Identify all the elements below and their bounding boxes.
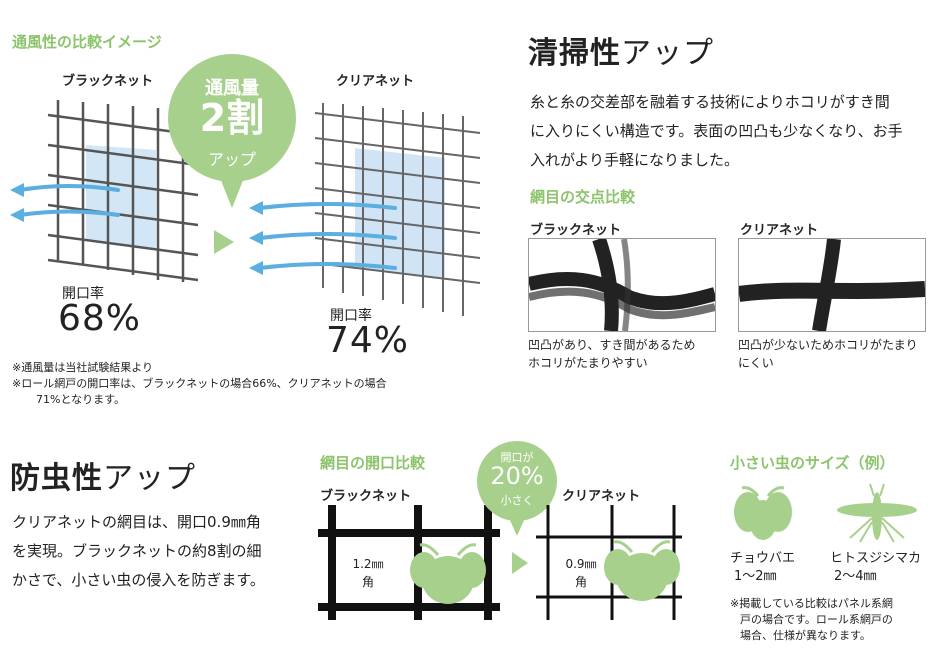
insect-title: 防虫性アップ [10, 453, 196, 497]
ventilation-note-2: ※ロール網戸の開口率は、ブラックネットの場合66%、クリアネットの場合 [12, 377, 387, 390]
intersection-clear-label: クリアネット [740, 223, 819, 238]
black-rate-label: 開口率 [62, 286, 104, 302]
arrow-right-icon [512, 552, 528, 574]
clear-opening-size: 0.9㎜ 角 [556, 555, 606, 591]
opening-heading: 網目の開口比較 [320, 454, 426, 472]
clear-intersection-caption: 凹凸が少ないためホコリがたまり にくい [738, 336, 918, 372]
insect-body-line: かさで、小さい虫の侵入を防ぎます。 [12, 571, 265, 589]
black-mesh-opening-illustration [318, 505, 500, 620]
badge-line1: 開口が [500, 451, 534, 464]
cleaning-title-light: アップ [621, 36, 714, 71]
insect-note-line: 戸の場合です。ロール系網戸の [740, 613, 893, 626]
size-unit: 角 [574, 575, 587, 589]
caption-line: 凹凸が少ないためホコリがたまり [738, 338, 918, 352]
cleaning-body-line: 糸と糸の交差部を融着する技術によりホコリがすき間 [530, 93, 890, 111]
insect-notes: ※掲載している比較はパネル系網 戸の場合です。ロール系網戸の 場合、仕様が異なり… [730, 596, 925, 644]
insect-body-line: を実現。ブラックネットの約8割の細 [12, 542, 262, 560]
moth-fly-icon [734, 486, 792, 540]
insect-note-line: 場合、仕様が異なります。 [740, 629, 871, 642]
insect-body-line: クリアネットの網目は、開口0.9㎜角 [12, 513, 261, 531]
clear-intersection-photo [738, 238, 926, 332]
insect-title-bold: 防虫性 [10, 461, 103, 496]
caption-line: 凹凸があり、すき間があるため [528, 338, 696, 352]
ventilation-heading: 通風性の比較イメージ [12, 33, 162, 51]
badge-line2: 20% [490, 462, 544, 490]
bug-size: 2～4㎜ [834, 569, 877, 584]
badge-line3: 小さく [500, 494, 534, 507]
black-intersection-caption: 凹凸があり、すき間があるため ホコリがたまりやすい [528, 336, 696, 372]
ventilation-badge: 通風量 2割 アップ [166, 52, 298, 208]
clear-rate-label: 開口率 [330, 308, 372, 324]
black-net-label: ブラックネット [62, 74, 154, 89]
opening-black-label: ブラックネット [320, 489, 412, 504]
clear-mesh-airflow-illustration [249, 103, 481, 316]
clear-net-label: クリアネット [336, 74, 415, 89]
ventilation-note-1: ※通風量は当社試験結果より [12, 361, 153, 374]
intersection-black-label: ブラックネット [530, 223, 622, 238]
cleaning-body-line: に入りにくい構造です。表面の凹凸も少なくなり、お手 [530, 122, 903, 140]
insect-note-line: ※掲載している比較はパネル系網 [730, 597, 893, 610]
badge-line1: 通風量 [205, 78, 259, 99]
opening-badge: 開口が 20% 小さく [476, 440, 558, 536]
ventilation-note-3: 71%となります。 [36, 393, 126, 406]
arrow-right-icon [214, 230, 234, 254]
cleaning-body: 糸と糸の交差部を融着する技術によりホコリがすき間 に入りにくい構造です。表面の凹… [530, 88, 925, 175]
caption-line: ホコリがたまりやすい [528, 356, 648, 370]
cleaning-title: 清掃性アップ [528, 28, 714, 72]
bug-item-mosquito: ヒトスジシマカ 2～4㎜ [830, 550, 921, 586]
bug-name: ヒトスジシマカ [830, 551, 922, 566]
bug-name: チョウバエ [730, 551, 796, 566]
clear-mesh-opening-illustration [536, 505, 682, 620]
mosquito-icon [837, 483, 917, 543]
bug-size: 1～2㎜ [734, 569, 777, 584]
bug-item-moth-fly: チョウバエ 1～2㎜ [730, 550, 795, 586]
intersection-heading: 網目の交点比較 [530, 188, 636, 206]
size-value: 1.2㎜ [352, 557, 384, 571]
cleaning-title-bold: 清掃性 [528, 36, 621, 71]
black-mesh-airflow-illustration [10, 100, 199, 282]
insect-body: クリアネットの網目は、開口0.9㎜角 を実現。ブラックネットの約8割の細 かさで… [12, 508, 312, 595]
clear-rate-value: 74% [326, 320, 410, 361]
size-unit: 角 [361, 575, 374, 589]
cleaning-body-line: 入れがより手軽になりました。 [530, 151, 739, 169]
size-value: 0.9㎜ [565, 557, 597, 571]
opening-clear-label: クリアネット [562, 489, 641, 504]
black-opening-size: 1.2㎜ 角 [345, 555, 391, 591]
black-rate-value: 68% [58, 298, 142, 339]
bug-size-heading: 小さい虫のサイズ（例） [730, 454, 895, 472]
caption-line: にくい [738, 356, 774, 370]
badge-line3: アップ [207, 150, 256, 169]
insect-title-light: アップ [103, 461, 196, 496]
badge-line2: 2割 [199, 96, 265, 140]
black-intersection-photo [528, 238, 716, 332]
